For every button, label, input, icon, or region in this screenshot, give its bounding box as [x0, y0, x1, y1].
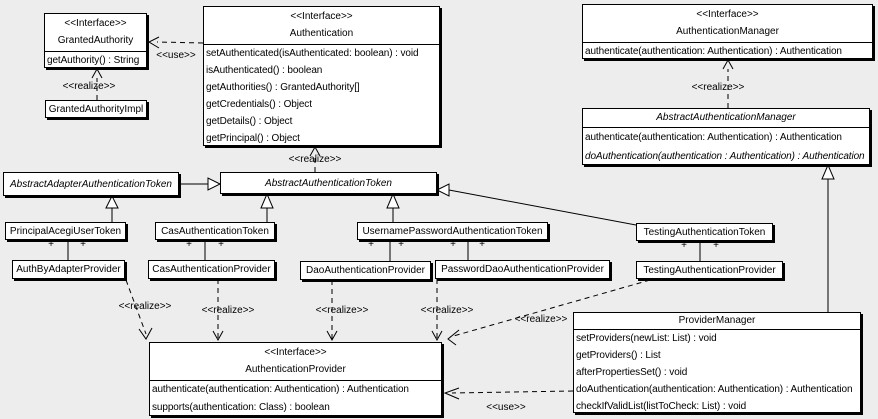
- triangle-arrowhead-icon: [260, 192, 274, 209]
- class-dao-authentication-provider: DaoAuthenticationProvider: [300, 261, 431, 280]
- class-name: UsernamePasswordAuthenticationToken: [362, 225, 543, 237]
- open-arrowhead-icon: [138, 327, 153, 340]
- class-testing-authentication-provider: TestingAuthenticationProvider: [636, 261, 783, 279]
- assoc-plus-label: +: [186, 239, 192, 250]
- class-name: AuthenticationProvider: [245, 364, 346, 375]
- class-name: GrantedAuthorityImpl: [48, 103, 144, 115]
- method: afterPropertiesSet() : void: [576, 367, 688, 378]
- method: getAuthorities() : GrantedAuthority[]: [206, 82, 360, 93]
- class-abstract-authentication-manager: AbstractAuthenticationManager authentica…: [582, 108, 870, 165]
- realize-label: <<realize>>: [691, 82, 745, 93]
- method: authenticate(authentication: Authenticat…: [152, 384, 409, 395]
- method: authenticate(authentication: Authenticat…: [585, 46, 842, 57]
- use-label: <<use>>: [156, 50, 196, 61]
- class-granted-authority-impl: GrantedAuthorityImpl: [45, 100, 147, 118]
- method: checkIfValidList(listToCheck: List) : vo…: [576, 401, 747, 412]
- class-name: TestingAuthenticationToken: [643, 226, 766, 238]
- class-name: Authentication: [289, 28, 354, 39]
- open-arrowhead-icon: [91, 67, 103, 79]
- open-arrowhead-icon: [212, 330, 224, 342]
- realize-label: <<realize>>: [315, 305, 369, 316]
- gen-edge-testing-token: [448, 189, 637, 226]
- method: authenticate(authentication: Authenticat…: [585, 132, 842, 143]
- assoc-plus-label: +: [479, 239, 485, 250]
- class-name: AuthenticationManager: [676, 26, 779, 37]
- assoc-plus-label: +: [713, 240, 719, 251]
- class-auth-by-adapter-provider: AuthByAdapterProvider: [12, 260, 125, 279]
- class-authentication-provider: <<Interface>> AuthenticationProvider aut…: [149, 342, 442, 416]
- method: setAuthenticated(isAuthenticated: boolea…: [206, 48, 419, 59]
- method: getPrincipal() : Object: [206, 133, 300, 144]
- triangle-arrowhead-icon: [821, 163, 835, 180]
- method: getAuthority() : String: [47, 55, 140, 66]
- class-abstract-authentication-token: AbstractAuthenticationToken: [220, 172, 437, 194]
- class-provider-manager: ProviderManager setProviders(newList: Li…: [573, 312, 861, 413]
- stereotype: <<Interface>>: [696, 9, 759, 20]
- use-edge-providermanager: [451, 390, 574, 394]
- method: doAuthentication(authentication : Authen…: [585, 151, 865, 162]
- class-password-dao-authentication-provider: PasswordDaoAuthenticationProvider: [435, 260, 610, 279]
- class-name: CasAuthenticationToken: [161, 225, 269, 237]
- method: getCredentials() : Object: [206, 99, 312, 110]
- assoc-plus-label: +: [681, 240, 687, 251]
- stereotype: <<Interface>>: [64, 18, 127, 29]
- assoc-plus-label: +: [368, 239, 374, 250]
- stereotype: <<Interface>>: [264, 347, 327, 358]
- class-testing-authentication-token: TestingAuthenticationToken: [636, 223, 773, 241]
- method: getDetails() : Object: [206, 116, 293, 127]
- method: doAuthentication(authentication: Authent…: [576, 384, 853, 395]
- class-authentication: <<Interface>> Authentication setAuthenti…: [203, 6, 440, 146]
- open-arrowhead-icon: [326, 330, 338, 342]
- class-name: AuthByAdapterProvider: [16, 264, 121, 275]
- realize-label: <<realize>>: [420, 305, 474, 316]
- class-name: DaoAuthenticationProvider: [306, 265, 425, 276]
- stereotype: <<Interface>>: [290, 11, 353, 22]
- open-arrowhead-icon: [431, 330, 443, 342]
- method: supports(authentication: Class) : boolea…: [152, 402, 330, 413]
- class-name: GrantedAuthority: [57, 35, 134, 46]
- triangle-arrowhead-icon: [435, 183, 450, 197]
- open-arrowhead-icon: [147, 36, 160, 49]
- class-name: CasAuthenticationProvider: [152, 264, 271, 275]
- class-name: TestingAuthenticationProvider: [643, 264, 776, 276]
- assoc-plus-label: +: [398, 239, 404, 250]
- triangle-arrowhead-icon: [105, 194, 119, 209]
- class-name: PasswordDaoAuthenticationProvider: [441, 264, 604, 275]
- realize-label: <<realize>>: [62, 81, 116, 92]
- use-edge-authentication-grantedauthority: [156, 41, 204, 44]
- realize-label: <<realize>>: [514, 314, 568, 325]
- class-abstract-adapter-authentication-token: AbstractAdapterAuthenticationToken: [3, 172, 179, 196]
- class-name: PrincipalAcegiUserToken: [9, 225, 122, 237]
- class-principal-acegi-user-token: PrincipalAcegiUserToken: [5, 222, 126, 240]
- class-name: AbstractAdapterAuthenticationToken: [10, 178, 172, 190]
- triangle-arrowhead-icon: [207, 177, 222, 191]
- open-arrowhead-icon: [443, 387, 460, 400]
- class-name: ProviderManager: [574, 313, 860, 330]
- class-username-password-authentication-token: UsernamePasswordAuthenticationToken: [357, 222, 548, 240]
- method: getProviders() : List: [576, 350, 661, 361]
- class-cas-authentication-token: CasAuthenticationToken: [155, 222, 275, 240]
- use-label: <<use>>: [486, 402, 526, 413]
- open-arrowhead-icon: [447, 329, 460, 346]
- assoc-plus-label: +: [48, 239, 54, 250]
- open-arrowhead-icon: [722, 58, 734, 70]
- realize-label: <<realize>>: [288, 154, 342, 165]
- assoc-plus-label: +: [218, 239, 224, 250]
- class-name: AbstractAuthenticationToken: [265, 177, 392, 189]
- realize-label: <<realize>>: [118, 301, 172, 312]
- assoc-plus-label: +: [450, 239, 456, 250]
- realize-label: <<realize>>: [201, 305, 255, 316]
- method: isAuthenticated() : boolean: [206, 65, 323, 76]
- class-name: AbstractAuthenticationManager: [583, 109, 869, 128]
- method: setProviders(newList: List) : void: [576, 333, 717, 344]
- class-authentication-manager: <<Interface>> AuthenticationManager auth…: [582, 4, 873, 59]
- triangle-arrowhead-icon: [386, 192, 400, 209]
- assoc-plus-label: +: [80, 239, 86, 250]
- class-cas-authentication-provider: CasAuthenticationProvider: [148, 260, 275, 279]
- class-granted-authority: <<Interface>> GrantedAuthority getAuthor…: [44, 13, 147, 68]
